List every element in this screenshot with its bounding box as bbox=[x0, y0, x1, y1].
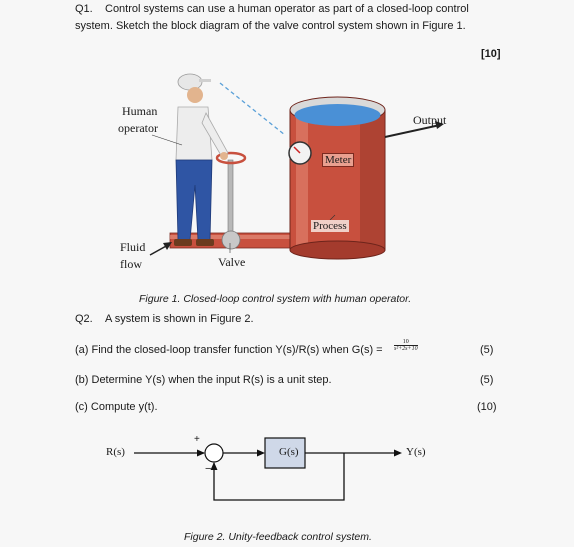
valve-icon bbox=[215, 151, 247, 250]
sight-line bbox=[219, 82, 286, 136]
tank bbox=[289, 96, 386, 260]
label-process: Process bbox=[311, 220, 349, 232]
q1-number: Q1. bbox=[75, 3, 93, 15]
q2-part-a: (a) Find the closed-loop transfer functi… bbox=[75, 344, 383, 356]
label-human: Human bbox=[122, 104, 158, 118]
summing-junction bbox=[204, 443, 224, 463]
label-output: Output bbox=[413, 113, 447, 127]
gs-fraction: 10 s²+2s+10 bbox=[394, 339, 418, 352]
water-surface bbox=[294, 104, 381, 126]
q1-marks: [10] bbox=[481, 48, 501, 60]
q2-number: Q2. bbox=[75, 313, 93, 325]
q1-line2: system. Sketch the block diagram of the … bbox=[75, 20, 466, 32]
minus-sign: − bbox=[205, 463, 212, 475]
human-operator-figure bbox=[174, 73, 229, 246]
label-flow: flow bbox=[120, 257, 142, 271]
gs-numerator: 10 bbox=[394, 339, 418, 346]
meter-gauge-icon bbox=[288, 141, 312, 165]
operator-leader-line bbox=[151, 134, 183, 146]
label-meter: Meter bbox=[322, 153, 355, 167]
q1-line1: Control systems can use a human operator… bbox=[105, 3, 469, 15]
label-operator: operator bbox=[118, 121, 158, 135]
gs-denominator: s²+2s+10 bbox=[394, 346, 418, 352]
g-label: G(s) bbox=[279, 446, 299, 458]
figure2-block-diagram bbox=[134, 437, 402, 501]
q2-intro: A system is shown in Figure 2. bbox=[105, 313, 254, 325]
label-valve: Valve bbox=[218, 255, 246, 269]
label-fluid: Fluid bbox=[120, 240, 146, 254]
r-label: R(s) bbox=[106, 446, 125, 458]
process-leader-line bbox=[329, 214, 336, 221]
figure1-illustration bbox=[149, 73, 444, 260]
q2-part-c-marks: (10) bbox=[477, 401, 497, 413]
figure1-caption: Figure 1. Closed-loop control system wit… bbox=[139, 293, 412, 305]
figure2-caption: Figure 2. Unity-feedback control system. bbox=[184, 531, 372, 543]
q2-part-b: (b) Determine Y(s) when the input R(s) i… bbox=[75, 374, 332, 386]
y-label: Y(s) bbox=[406, 446, 426, 458]
fluid-flow-arrow bbox=[149, 244, 169, 256]
q2-part-b-marks: (5) bbox=[480, 374, 494, 386]
plus-sign: + bbox=[194, 434, 200, 445]
q2-part-c: (c) Compute y(t). bbox=[75, 401, 158, 413]
output-arrow bbox=[384, 124, 441, 138]
g-block bbox=[264, 437, 306, 469]
feedback-path bbox=[213, 453, 345, 501]
q2-part-a-marks: (5) bbox=[480, 344, 494, 356]
